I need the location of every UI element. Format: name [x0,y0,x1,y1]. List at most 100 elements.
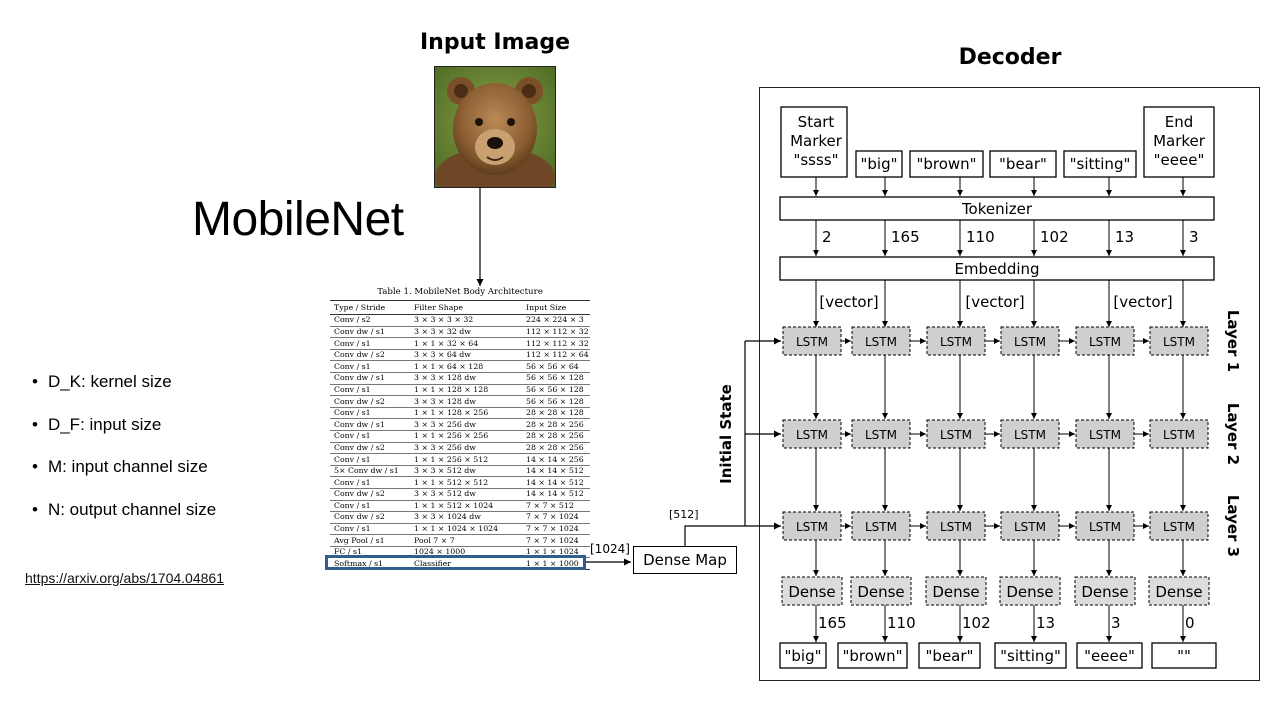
table-caption: Table 1. MobileNet Body Architecture [377,287,543,297]
tokenizer-box [779,196,1215,221]
bullet-input-size: D_F: input size [32,415,216,458]
table-cell: 3 × 3 × 128 dw [414,373,476,383]
table-cell: Conv dw / s2 [334,512,385,522]
definitions-list: D_K: kernel size D_F: input size M: inpu… [32,372,216,542]
output-box [994,642,1067,669]
table-cell: 1 × 1 × 1024 [526,547,579,557]
table-cell: Conv dw / s1 [334,419,385,429]
table-cell: Conv / s1 [334,524,371,534]
bullet-output-channel: N: output channel size [32,500,216,543]
lstm-cell [1075,511,1135,541]
table-cell: 7 × 7 × 1024 [526,524,579,534]
end-marker-box [1143,106,1215,178]
table-cell: 1 × 1 × 512 × 1024 [414,500,494,510]
table-header: Type / Stride [330,300,410,315]
table-cell: 14 × 14 × 512 [526,477,584,487]
lstm-label: LSTM [1089,428,1121,442]
word-box [909,150,984,178]
table-cell: 112 × 112 × 64 [526,350,589,360]
arxiv-link[interactable]: https://arxiv.org/abs/1704.04861 [25,570,224,586]
table-cell: Conv dw / s2 [334,350,385,360]
dense-map-box: Dense Map [633,546,737,574]
lstm-label: LSTM [1163,335,1195,349]
lstm-label: LSTM [796,335,828,349]
word-box [1063,150,1137,178]
bullet-input-channel: M: input channel size [32,457,216,500]
table-cell: Conv dw / s2 [334,489,385,499]
lstm-cell [1075,326,1135,356]
lstm-label: LSTM [1163,520,1195,534]
word-text: "bear" [999,155,1047,173]
table-cell: 7 × 7 × 1024 [526,535,579,545]
table-cell: Conv dw / s2 [334,442,385,452]
table-cell: Conv / s1 [334,500,371,510]
decoder-title: Decoder [958,45,1062,70]
dense-box [1148,576,1210,606]
word-box [989,150,1057,178]
table-cell: Conv / s2 [334,315,371,325]
mobilenet-architecture-table: Table 1. MobileNet Body Architecture Typ… [330,288,590,570]
table-cell: Conv / s1 [334,338,371,348]
densemap-to-state-line [684,525,745,546]
lstm-cell [782,511,842,541]
table-cell: 3 × 3 × 128 dw [414,396,476,406]
embedding-label: Embedding [954,260,1039,278]
lstm-label: LSTM [1163,428,1195,442]
table-cell: 1 × 1 × 256 × 512 [414,454,489,464]
end-marker-text: End [1165,113,1194,131]
table-cell: Classifier [414,558,452,568]
table-row: Avg Pool / s1 Pool 7 × 7 7 × 7 × 1024 [330,535,590,547]
table-cell: 1024 × 1000 [414,547,466,557]
table-cell: Conv / s1 [334,477,371,487]
table-cell: 1 × 1 × 512 × 512 [414,477,489,487]
dense-box [999,576,1061,606]
lstm-label: LSTM [865,520,897,534]
table-cell: 7 × 7 × 512 [526,500,574,510]
table-cell: Conv / s1 [334,454,371,464]
table-cell: 112 × 112 × 32 [526,338,589,348]
lstm-cell [1000,419,1060,449]
lstm-label: LSTM [940,520,972,534]
start-marker-text: Marker [790,132,843,150]
table-cell: Pool 7 × 7 [414,535,455,545]
token-id: 2 [822,228,832,246]
table-cell: 224 × 224 × 3 [526,315,584,325]
output-box [1076,642,1143,669]
output-text: "" [1177,647,1191,665]
lstm-cell [1149,419,1209,449]
output-box [918,642,981,669]
lstm-cell [1000,326,1060,356]
table-cell: 3 × 3 × 3 × 32 [414,315,474,325]
table-cell: 1 × 1 × 1000 [526,558,579,568]
table-cell: 56 × 56 × 128 [526,384,584,394]
output-box [1151,642,1217,669]
token-id: 165 [891,228,920,246]
output-id: 13 [1036,614,1055,632]
table-cell: 1 × 1 × 128 × 128 [414,384,489,394]
output-box [837,642,908,669]
tokenizer-label: Tokenizer [961,200,1033,218]
table-cell: 1 × 1 × 256 × 256 [414,431,489,441]
lstm-label: LSTM [1014,520,1046,534]
dense-box [925,576,987,606]
table-cell: Conv dw / s2 [334,396,385,406]
lstm-cell [1075,419,1135,449]
dense-box [850,576,912,606]
lstm-label: LSTM [796,428,828,442]
table-cell: 3 × 3 × 512 dw [414,489,476,499]
word-text: "sitting" [1070,155,1131,173]
word-text: "brown" [916,155,976,173]
table-cell: Avg Pool / s1 [334,535,385,545]
lstm-label: LSTM [1014,428,1046,442]
